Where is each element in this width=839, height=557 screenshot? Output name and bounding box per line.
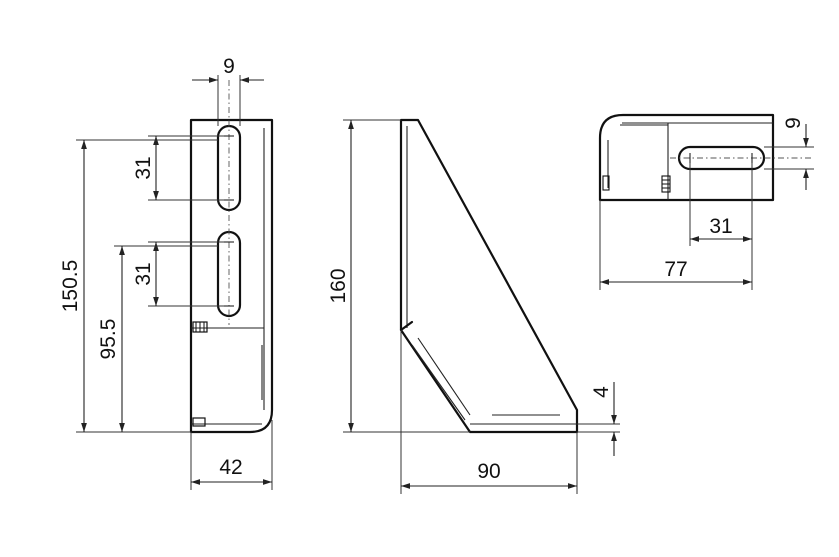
dim-side-length: 90 [477, 460, 500, 483]
dim-thickness: 4 [590, 386, 613, 398]
dim-side-height: 160 [327, 268, 350, 303]
dim-slot-length-lower: 31 [132, 262, 155, 285]
dim-lower-slot-height: 95.5 [97, 319, 120, 360]
dim-overall-height: 150.5 [59, 260, 82, 313]
top-view: 9 31 77 [598, 113, 814, 290]
dim-slot-width: 9 [223, 55, 235, 78]
dim-top-length: 77 [664, 258, 687, 281]
dim-base-depth: 42 [219, 456, 242, 479]
dim-top-slot-width: 9 [782, 117, 805, 129]
dim-slot-length-upper: 31 [132, 156, 155, 179]
front-view: 9 31 31 150.5 95.5 42 [59, 55, 274, 490]
top-view-outline [598, 113, 775, 202]
side-view: 160 90 4 [327, 118, 620, 494]
weld-mark [192, 417, 206, 427]
weld-mark [602, 175, 610, 191]
front-view-outline [189, 118, 274, 434]
side-view-outline [399, 118, 579, 434]
dim-top-slot-length: 31 [709, 215, 732, 238]
